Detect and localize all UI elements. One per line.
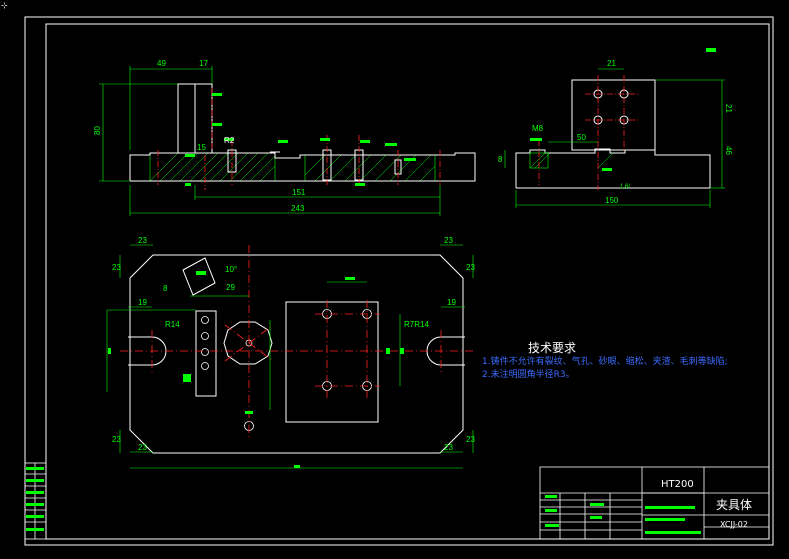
title-block-material: HT200: [661, 479, 694, 490]
side-view: [504, 68, 725, 208]
dim-r2: R2: [224, 136, 235, 145]
dim-plan-23-tl: 23: [138, 236, 147, 245]
dim-plan-r14-l: R14: [165, 320, 180, 329]
dim-243: 243: [291, 204, 305, 213]
dim-side-46: 46: [724, 146, 733, 155]
dim-plan-8: 8: [163, 284, 168, 293]
dim-side-ra: 1.6/: [620, 184, 630, 190]
dim-plan-23-bl2: 23: [112, 435, 121, 444]
dim-49: 49: [157, 59, 166, 68]
title-block-part-name: 夹具体: [716, 498, 753, 512]
plan-view: [106, 244, 475, 469]
dim-151: 151: [292, 188, 306, 197]
dim-plan-23-tl2: 23: [112, 263, 121, 272]
dim-plan-r14-r: R7R14: [404, 320, 429, 329]
dim-80: 80: [93, 126, 102, 135]
dimension-labels: 49 17 80 R2 15 151 243 21 21 46 M8 50 8 …: [93, 59, 733, 452]
dim-side-50: 50: [577, 133, 586, 142]
dim-side-150: 150: [605, 196, 619, 205]
dim-plan-29: 29: [226, 283, 235, 292]
tech-requirement-1: 1.铸件不允许有裂纹、气孔、砂眼、缩松、夹渣、毛刺等缺陷;: [482, 357, 728, 367]
title-block: [24, 48, 770, 540]
dim-plan-23-tr2: 23: [466, 263, 475, 272]
dim-side-21a: 21: [607, 59, 616, 68]
dim-side-8: 8: [498, 155, 503, 164]
dim-plan-23-bl: 23: [138, 443, 147, 452]
tech-requirement-2: 2.未注明圆角半径R3。: [482, 370, 575, 380]
title-block-drawing-no: XCJJ-02: [720, 520, 748, 529]
dim-plan-19-r: 19: [447, 298, 456, 307]
dim-17: 17: [199, 59, 208, 68]
crosshair-icon: ⊹: [1, 1, 8, 10]
dim-plan-23-tr: 23: [444, 236, 453, 245]
front-view: [99, 66, 476, 216]
dim-side-21b: 21: [724, 104, 733, 113]
dim-15: 15: [197, 143, 206, 152]
dim-plan-23-br: 23: [444, 443, 453, 452]
dim-side-m8: M8: [532, 124, 544, 133]
dim-plan-23-br2: 23: [466, 435, 475, 444]
drawing-frame: [24, 16, 774, 546]
dim-plan-10deg: 10°: [225, 265, 237, 274]
tech-requirements-title: 技术要求: [528, 341, 577, 355]
dim-plan-19-l: 19: [138, 298, 147, 307]
